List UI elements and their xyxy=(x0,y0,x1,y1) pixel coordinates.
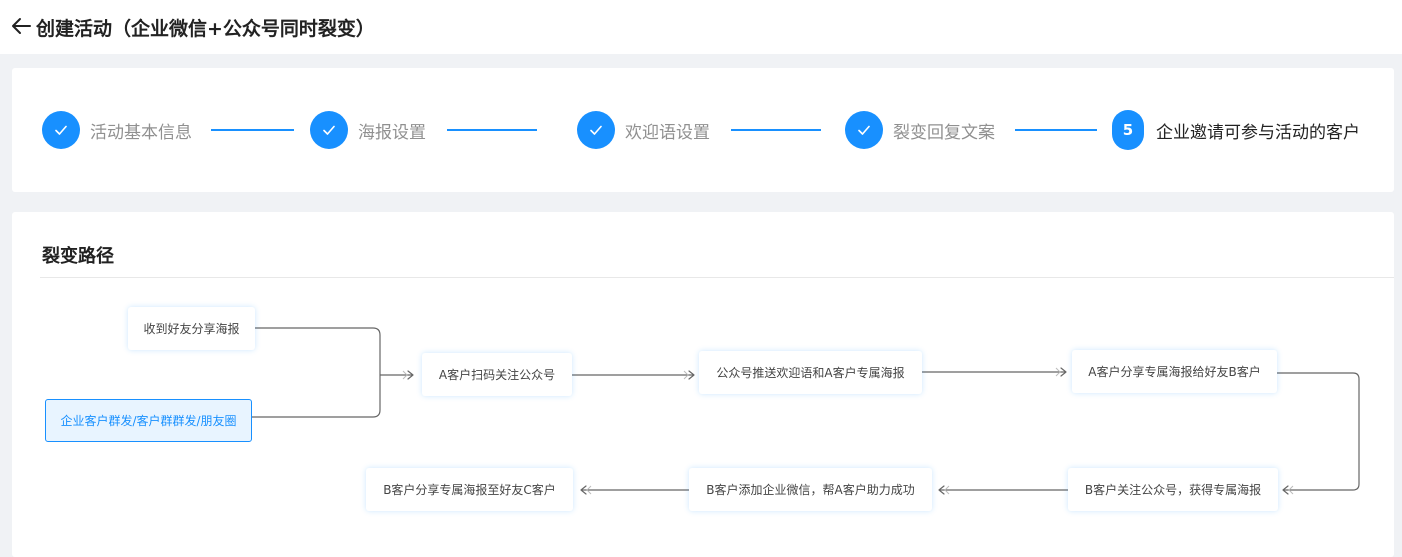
arrow-left-icon xyxy=(580,485,587,495)
step-4[interactable]: 裂变回复文案 xyxy=(845,109,995,151)
page-header: 创建活动（企业微信+公众号同时裂变） xyxy=(0,0,1402,54)
arrow-right-icon xyxy=(1055,367,1061,377)
step-label: 欢迎语设置 xyxy=(625,122,710,143)
flow-node-share-c: B客户分享专属海报至好友C客户 xyxy=(366,468,573,511)
step-connector xyxy=(731,129,821,131)
step-done-circle xyxy=(310,111,348,149)
fission-path-card: 裂变路径 xyxy=(12,212,1394,557)
check-icon xyxy=(55,125,67,135)
step-connector xyxy=(1015,129,1097,131)
arrow-right-icon xyxy=(407,370,414,380)
arrow-right-icon xyxy=(1060,367,1067,377)
section-title: 裂变路径 xyxy=(42,246,114,267)
arrow-left-icon xyxy=(938,485,945,495)
flow-node-push: 公众号推送欢迎语和A客户专属海报 xyxy=(699,351,922,394)
step-1[interactable]: 活动基本信息 xyxy=(42,109,192,151)
flow-node-receive: 收到好友分享海报 xyxy=(128,307,255,350)
flow-node-follow-b: B客户关注公众号，获得专属海报 xyxy=(1068,468,1278,511)
flow-node-share-b: A客户分享专属海报给好友B客户 xyxy=(1072,350,1277,393)
arrow-right-icon xyxy=(402,370,408,380)
step-connector xyxy=(447,129,537,131)
check-icon xyxy=(858,125,870,135)
arrow-left-icon[interactable] xyxy=(10,14,34,38)
check-icon xyxy=(590,125,602,135)
steps-card: 活动基本信息 海报设置 欢迎语设置 裂变回复文案 5 企业邀请可参与活动的客户 xyxy=(12,68,1394,192)
step-5[interactable]: 5 企业邀请可参与活动的客户 xyxy=(1112,109,1360,151)
arrow-left-icon xyxy=(1282,485,1289,495)
flow-connectors xyxy=(252,327,1360,495)
page-title: 创建活动（企业微信+公众号同时裂变） xyxy=(36,18,375,40)
connector-line xyxy=(252,327,381,418)
step-label: 裂变回复文案 xyxy=(893,122,995,143)
step-done-circle xyxy=(577,111,615,149)
flow-node-add-b: B客户添加企业微信，帮A客户助力成功 xyxy=(689,468,932,511)
step-done-circle xyxy=(845,111,883,149)
arrow-left-icon xyxy=(944,485,950,495)
connector-line xyxy=(1277,372,1360,491)
step-done-circle xyxy=(42,111,80,149)
arrow-right-icon xyxy=(683,370,689,380)
check-icon xyxy=(323,125,335,135)
divider xyxy=(40,277,1394,278)
step-2[interactable]: 海报设置 xyxy=(310,109,426,151)
flow-node-scan: A客户扫码关注公众号 xyxy=(422,353,572,396)
arrow-left-icon xyxy=(1288,485,1294,495)
flow-node-source: 企业客户群发/客户群群发/朋友圈 xyxy=(45,399,252,442)
step-label: 海报设置 xyxy=(358,122,426,143)
step-label: 活动基本信息 xyxy=(90,122,192,143)
arrow-left-icon xyxy=(586,485,592,495)
arrow-right-icon xyxy=(688,370,695,380)
step-connector xyxy=(211,129,294,131)
step-number: 5 xyxy=(1112,110,1144,150)
step-3[interactable]: 欢迎语设置 xyxy=(577,109,710,151)
step-label: 企业邀请可参与活动的客户 xyxy=(1156,122,1360,143)
